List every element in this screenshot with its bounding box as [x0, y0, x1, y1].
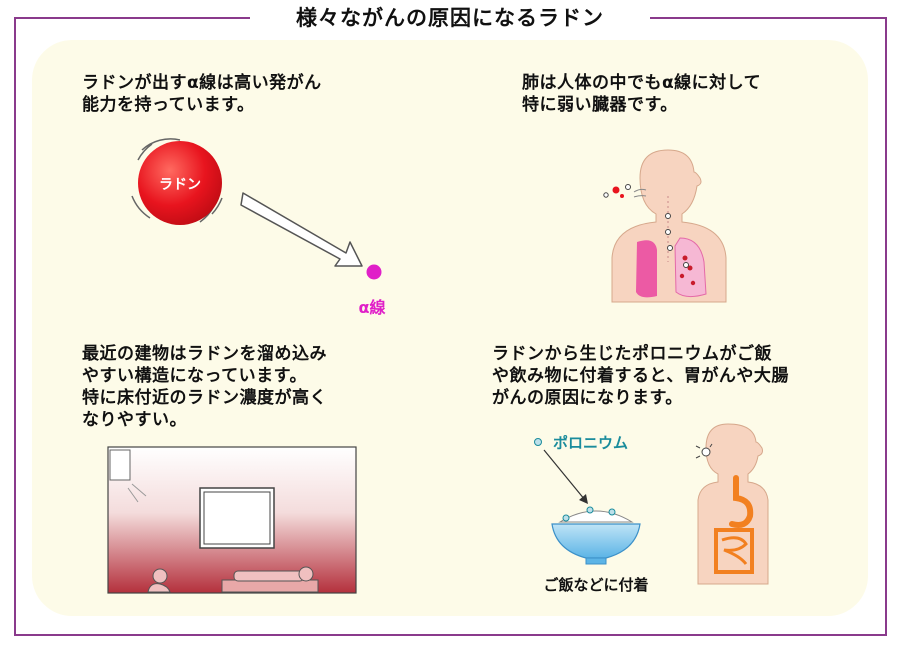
polonium-arrow-icon	[543, 449, 588, 504]
radon-ball-icon	[131, 138, 223, 225]
polonium-particle-icon	[534, 438, 542, 446]
polonium-label: ポロニウム	[553, 434, 628, 452]
human-torso-digestive-icon	[695, 423, 769, 585]
polonium-cancer-text: ラドンから生じたポロニウムがご飯 や飲み物に付着すると、胃がんや大腸 がんの原因…	[492, 344, 789, 408]
radon-ball-label: ラドン	[159, 177, 201, 193]
room-interior-icon	[107, 446, 357, 594]
page-title: 様々ながんの原因になるラドン	[250, 2, 650, 34]
rice-caption: ご飯などに付着	[543, 576, 648, 594]
human-torso-lungs-icon	[603, 149, 727, 303]
rice-bowl-icon	[551, 506, 641, 565]
alpha-ray-label: α線	[359, 298, 386, 317]
alpha-arrow-icon	[240, 192, 363, 267]
radon-alpha-text: ラドンが出すα線は高い発がん 能力を持っています。	[82, 73, 322, 115]
alpha-particle-icon	[366, 264, 382, 280]
lung-weakness-text: 肺は人体の中でもα線に対して 特に弱い臓器です。	[522, 73, 762, 115]
building-radon-text: 最近の建物はラドンを溜め込み やすい構造になっています。 特に床付近のラドン濃度…	[82, 344, 327, 430]
